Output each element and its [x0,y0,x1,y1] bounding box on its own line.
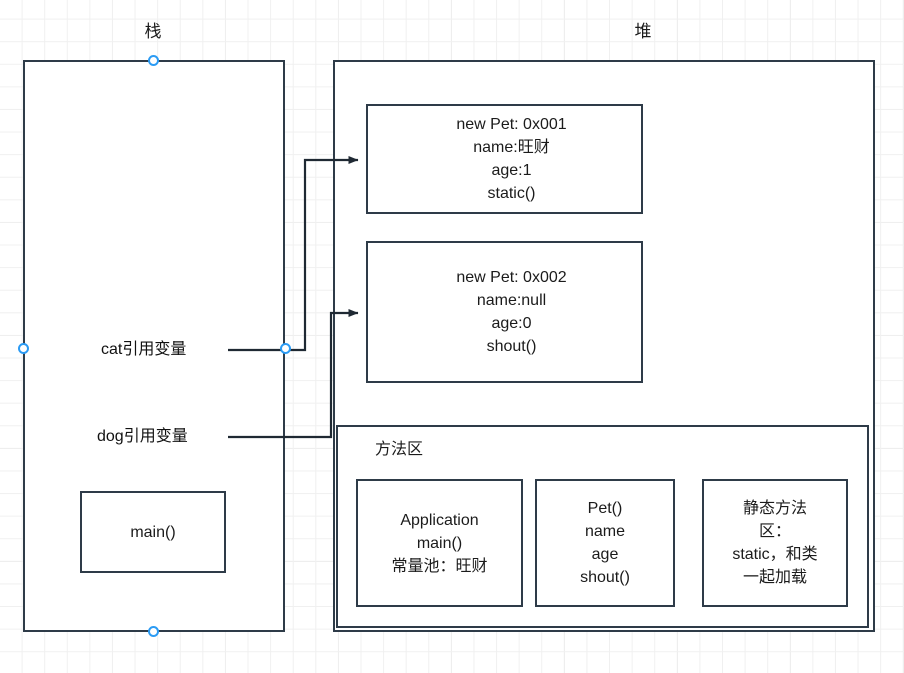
heap-object-pet-0x001[interactable] [366,104,643,214]
heap-title: 堆 [634,22,652,41]
anchor-stack-top[interactable] [148,55,159,66]
method-area-title: 方法区 [375,441,424,458]
method-area-block-application[interactable] [356,479,523,607]
method-area-block-static[interactable] [702,479,848,607]
cat-reference-label: cat引用变量 [101,341,187,358]
dog-reference-label: dog引用变量 [97,428,188,445]
anchor-stack-left[interactable] [18,343,29,354]
stack-title: 栈 [144,22,162,41]
stack-frame-main[interactable] [80,491,226,573]
method-area-block-pet[interactable] [535,479,675,607]
heap-object-pet-0x002[interactable] [366,241,643,383]
anchor-stack-bottom[interactable] [148,626,159,637]
anchor-stack-right[interactable] [280,343,291,354]
